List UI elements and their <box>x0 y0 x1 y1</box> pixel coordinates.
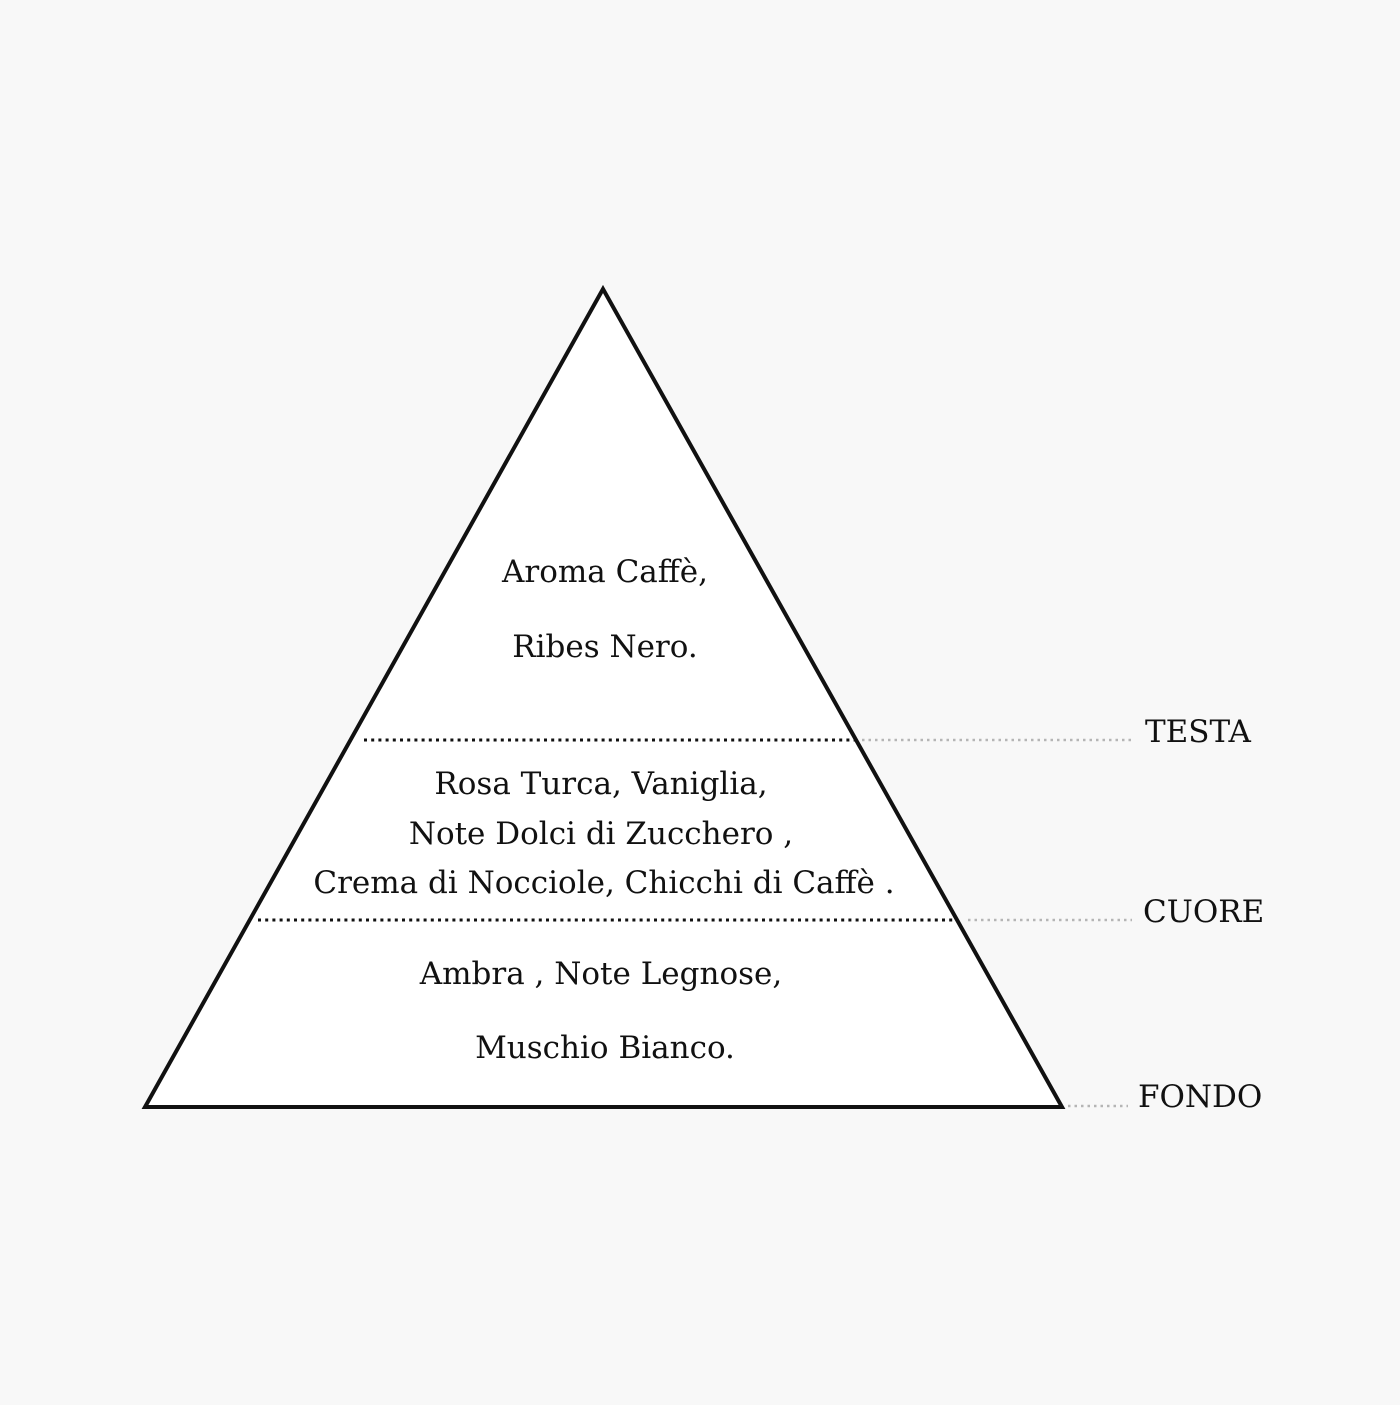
cuore-note-3: Crema di Nocciole, Chicchi di Caffè . <box>313 865 894 901</box>
pyramid-triangle <box>141 284 1066 1109</box>
testa-note-2: Ribes Nero. <box>512 629 697 665</box>
tier-label-testa: TESTA <box>1145 714 1252 750</box>
cuore-note-1: Rosa Turca, Vaniglia, <box>434 766 767 802</box>
testa-note-1: Aroma Caffè, <box>501 554 708 590</box>
cuore-note-2: Note Dolci di Zucchero , <box>409 816 793 852</box>
fondo-note-2: Muschio Bianco. <box>475 1030 735 1066</box>
tier-label-fondo: FONDO <box>1138 1079 1262 1115</box>
tier-label-cuore: CUORE <box>1143 894 1264 930</box>
fondo-note-1: Ambra , Note Legnose, <box>419 956 782 992</box>
